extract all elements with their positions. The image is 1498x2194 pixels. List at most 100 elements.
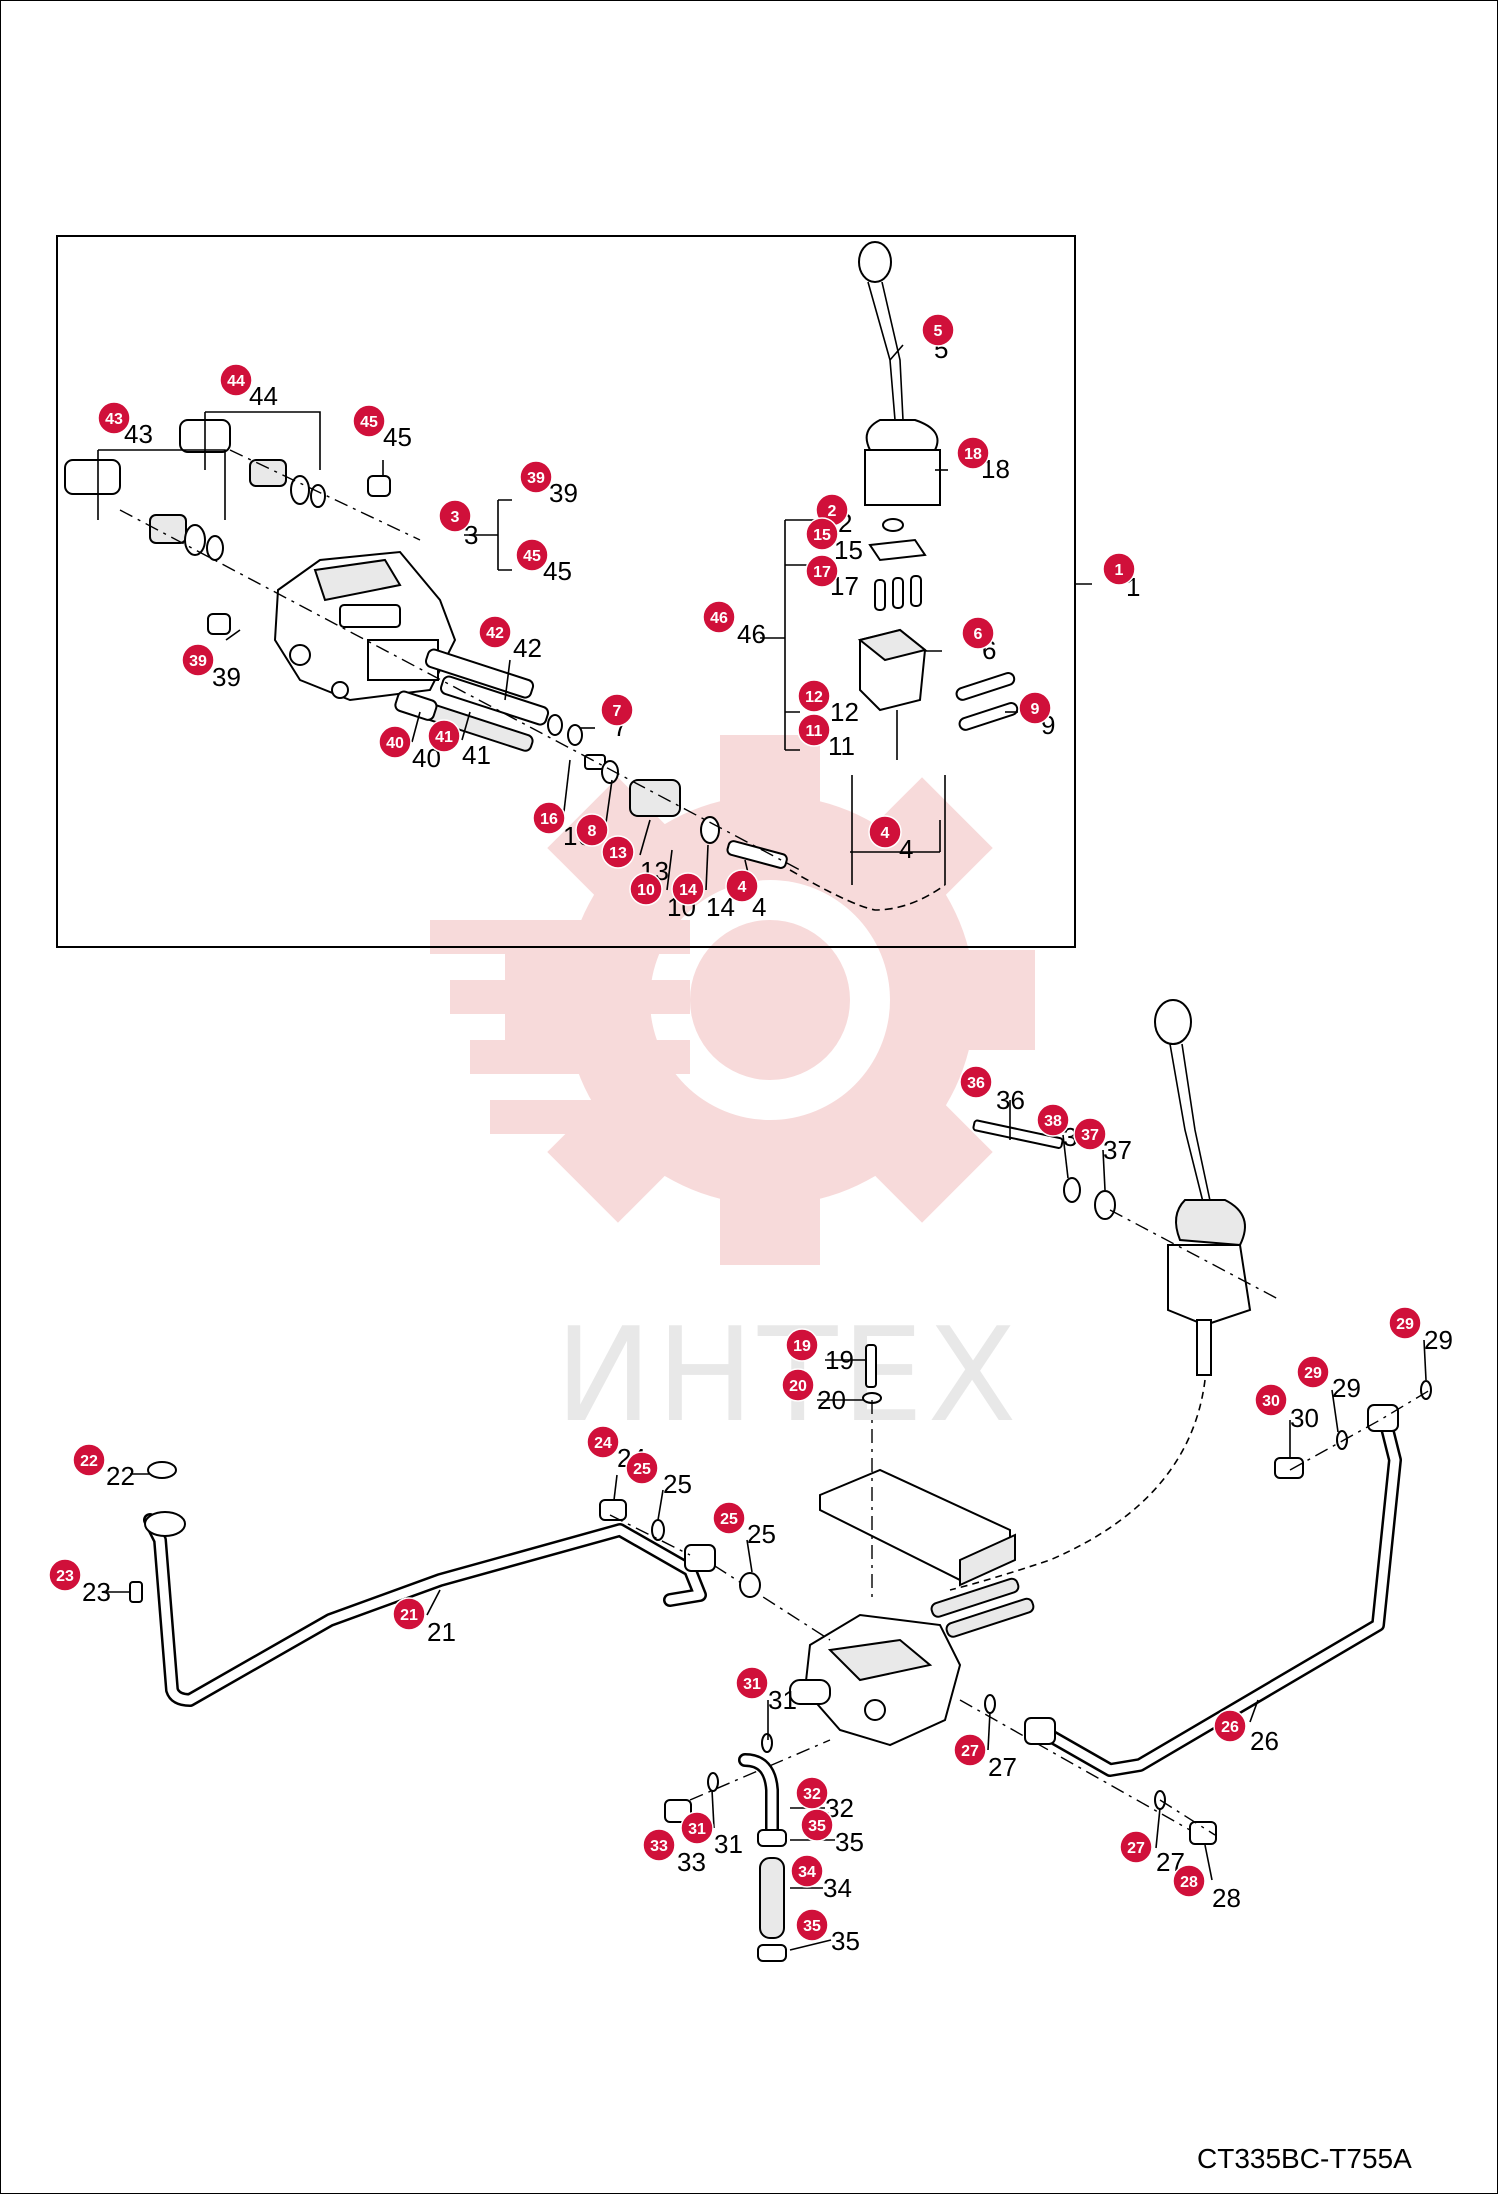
callout-badge xyxy=(725,869,759,903)
callout-badge-number: 40 xyxy=(386,735,404,752)
callout-badge-number: 41 xyxy=(435,729,453,746)
callout-badge xyxy=(785,1328,819,1362)
callout-badge xyxy=(601,835,635,869)
callout-label: 20 xyxy=(817,1385,846,1415)
callout-badge xyxy=(702,600,736,634)
callout-badge xyxy=(575,813,609,847)
callout-badge-number: 2 xyxy=(828,503,837,520)
callout-badge xyxy=(48,1558,82,1592)
joystick-lever-5 xyxy=(858,241,904,421)
callout-label: 4 xyxy=(752,892,766,922)
inset-axis-line xyxy=(119,509,801,871)
callout-badge-number: 44 xyxy=(227,373,245,390)
callout-badge-number: 36 xyxy=(967,1075,985,1092)
callout-badge-number: 35 xyxy=(803,1918,821,1935)
callout-badge xyxy=(1018,691,1052,725)
pipe-26 xyxy=(1024,1404,1402,1777)
pins-9 xyxy=(955,672,1019,731)
callout-9: 99 xyxy=(1018,691,1055,740)
callout-badge xyxy=(438,499,472,533)
callout-badge xyxy=(1172,1864,1206,1898)
callout-label: 11 xyxy=(828,731,855,761)
callout-badge xyxy=(378,725,412,759)
control-valve-body xyxy=(273,550,457,702)
callout-label: 39 xyxy=(212,662,241,692)
callout-badge-number: 12 xyxy=(805,689,823,706)
callout-label: 27 xyxy=(988,1752,1017,1782)
callout-badge-number: 17 xyxy=(813,564,831,581)
drawing-code: CT335BC-T755A xyxy=(1197,2143,1412,2174)
callout-badge xyxy=(1036,1103,1070,1137)
callout-label: 45 xyxy=(543,556,572,586)
callout-label: 42 xyxy=(513,633,542,663)
callout-badge xyxy=(790,1854,824,1888)
callout-42: 42 42 xyxy=(478,615,542,663)
callout-badge-number: 39 xyxy=(189,653,207,670)
callout-badge xyxy=(868,815,902,849)
callout-label: 39 xyxy=(549,478,578,508)
callout-label: 34 xyxy=(823,1873,852,1903)
callout-badge xyxy=(1073,1117,1107,1151)
callout-badge-number: 14 xyxy=(679,882,697,899)
callout-label: 33 xyxy=(677,1847,706,1877)
callout-badge-number: 19 xyxy=(793,1338,811,1355)
relief-valve-44 xyxy=(179,419,326,508)
callout-badge xyxy=(586,1425,620,1459)
callout-label: 3 xyxy=(464,520,478,550)
callout-badge xyxy=(1213,1709,1247,1743)
callout-badge xyxy=(629,872,663,906)
callout-badge-number: 15 xyxy=(813,527,831,544)
callout-4: 44 xyxy=(725,869,766,922)
joystick-valve-block-6 xyxy=(857,628,928,712)
callout-badge xyxy=(625,1451,659,1485)
plug-45-and-39 xyxy=(207,475,391,635)
callout-badge-number: 25 xyxy=(720,1511,738,1528)
callout-badge-number: 6 xyxy=(974,626,983,643)
callout-badge xyxy=(1102,552,1136,586)
callout-badge xyxy=(735,1666,769,1700)
callout-badge xyxy=(956,436,990,470)
callout-label: 30 xyxy=(1290,1403,1319,1433)
control-cables-4 xyxy=(789,775,946,911)
callout-badge xyxy=(392,1597,426,1631)
callout-badge xyxy=(532,801,566,835)
callout-badge-number: 23 xyxy=(56,1568,74,1585)
callout-badge xyxy=(795,1908,829,1942)
joystick-axis-line xyxy=(1109,1209,1281,1301)
callout-badge xyxy=(921,313,955,347)
callout-badge xyxy=(519,460,553,494)
callout-label: 15 xyxy=(834,535,863,565)
callout-label: 29 xyxy=(1332,1373,1361,1403)
fittings-and-seals xyxy=(129,1380,1432,1845)
callout-badge-number: 42 xyxy=(486,625,504,642)
callout-badge-number: 46 xyxy=(710,610,728,627)
callout-badge xyxy=(953,1733,987,1767)
callout-badge-number: 1 xyxy=(1115,562,1124,579)
push-rods-17 xyxy=(874,575,922,611)
joystick-cable xyxy=(949,1379,1206,1591)
callout-badge xyxy=(427,719,461,753)
callout-badge-number: 16 xyxy=(540,811,558,828)
callout-badge-number: 10 xyxy=(637,882,655,899)
bracket-plate xyxy=(819,1468,1016,1587)
callout-badge xyxy=(800,1808,834,1842)
callout-badge-number: 29 xyxy=(1304,1365,1322,1382)
callout-badge xyxy=(797,679,831,713)
callout-badge-number: 21 xyxy=(400,1607,418,1624)
